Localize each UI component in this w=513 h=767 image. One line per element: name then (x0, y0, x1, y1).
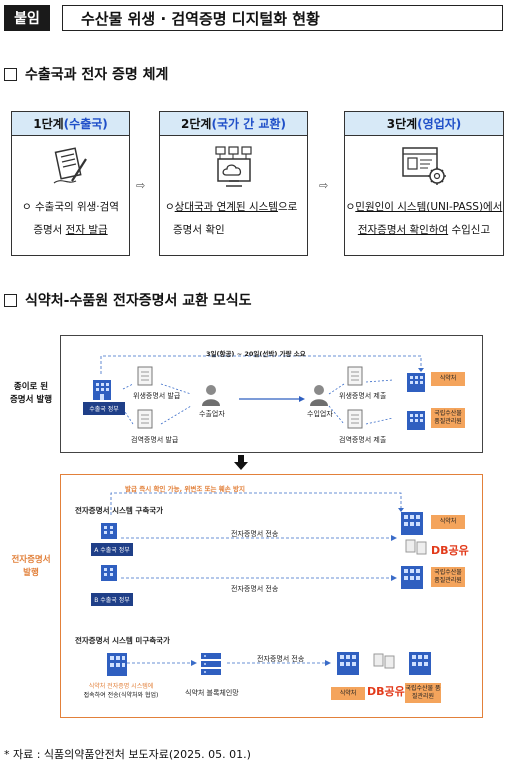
stage-1-label-role: (수출국) (63, 117, 108, 131)
section-2-heading: 식약처-수품원 전자증명서 교환 모식도 (4, 290, 252, 310)
server-icon (373, 653, 395, 673)
stage-3-line-2b: 수입신고 (448, 224, 491, 236)
unbuilt-country-title: 전자증명서 시스템 미구축국가 (75, 636, 170, 645)
unbuilt-desc: 식약처 전자증명 시스템에 접속하여 전송(식약처와 협업) (81, 682, 161, 700)
header-tag: 붙임 (4, 5, 50, 31)
stage-1-line-2b: 전자 발급 (65, 224, 108, 236)
built-country-title: 전자증명서 시스템 구축국가 (75, 506, 164, 515)
db-share-label: DB공유 (431, 544, 469, 557)
nfqs-tag: 국립수산물 품질관리원 (431, 567, 465, 587)
checkbox-square-icon (4, 67, 17, 81)
electronic-issue-label: 전자증명서 발행 (4, 554, 58, 580)
document-icon (347, 366, 363, 390)
paper-label-line-2: 증명서 발행 (9, 395, 53, 405)
transfer-label-a: 전자증명서 전송 (231, 530, 279, 538)
transfer-label-c: 전자증명서 전송 (257, 655, 305, 663)
stage-3-header: 3단계(영업자) (345, 112, 503, 136)
nfqs-tag: 국립수산물 품질관리원 (431, 408, 465, 428)
source-note: * 자료 : 식품의약품안전처 보도자료(2025. 05. 01.) (4, 748, 251, 761)
building-icon (399, 563, 425, 593)
exporter-label: 수출업자 (199, 410, 225, 418)
building-icon (405, 408, 427, 434)
stage-1-line-1: ㅇ 수출국의 위생·검역 (22, 201, 119, 213)
quarantine-issue-label: 검역증명서 발급 (131, 436, 179, 444)
stage-1-box: 1단계(수출국) ㅇ 수출국의 위생·검역 증명서 전자 발급 (11, 111, 130, 256)
document-icon (347, 409, 363, 433)
stage-2-bullet: ㅇ (165, 201, 175, 213)
down-arrow-icon (234, 455, 248, 474)
arrow-right-icon: ⇨ (319, 179, 329, 192)
unbuilt-desc-line-1: 식약처 전자증명 시스템에 (88, 683, 154, 690)
stage-3-text: ㅇ민원인이 시스템(UNI-PASS)에서 전자증명서 확인하여 수입신고 (345, 196, 503, 242)
exporter-gov-box: 수출국 정부 (83, 402, 125, 415)
gov-b-box: B 수출국 정부 (91, 593, 133, 606)
stage-1-label: 1단계 (33, 117, 64, 131)
server-icon (405, 539, 427, 559)
hygiene-submit-label: 위생증명서 제출 (339, 392, 387, 400)
unbuilt-desc-line-2: 접속하여 전송(식약처와 협업) (83, 692, 159, 699)
browser-gear-icon (345, 136, 503, 196)
person-icon (309, 384, 329, 410)
duration-note: 3일(항공) ~ 20일(선박) 가량 소요 (206, 350, 306, 358)
stage-2-header: 2단계(국가 간 교환) (160, 112, 307, 136)
electronic-label-line-2: 발행 (23, 568, 39, 578)
arrow-right-icon: ⇨ (136, 179, 146, 192)
paper-issue-label: 종이로 된 증명서 발행 (6, 381, 56, 407)
stage-3-line-1: 민원인이 시스템(UNI-PASS)에서 (355, 201, 503, 213)
stage-2-text: ㅇ상대국과 연계된 시스템으로 증명서 확인 (160, 196, 307, 242)
stage-1-text: ㅇ 수출국의 위생·검역 증명서 전자 발급 (12, 196, 129, 242)
building-icon (405, 370, 427, 396)
certificate-pen-icon (12, 136, 129, 196)
instant-check-note: 발급 즉시 확인 가능, 위변조 또는 훼손 방지 (125, 483, 245, 493)
document-icon (137, 366, 153, 390)
mfds-tag: 식약처 (431, 515, 465, 529)
nfqs-tag: 국립수산물 품질관리원 (405, 683, 441, 703)
building-icon (399, 509, 425, 539)
quarantine-submit-label: 검역증명서 제출 (339, 436, 387, 444)
stage-2-line-2: 증명서 확인 (173, 224, 225, 236)
building-icon (91, 376, 113, 404)
mfds-tag: 식약처 (431, 372, 465, 386)
checkbox-square-icon (4, 293, 17, 307)
electronic-certificate-panel: 발급 즉시 확인 가능, 위변조 또는 훼손 방지 전자증명서 시스템 구축국가… (60, 474, 483, 718)
stage-3-line-2a: 전자증명서 확인하여 (357, 224, 449, 236)
stage-3-box: 3단계(영업자) ㅇ민원인이 시스템(UNI-PASS)에서 전자증명서 확인하… (344, 111, 504, 256)
instant-check-text: 발급 즉시 확인 가능, 위변조 또는 훼손 방지 (125, 485, 245, 493)
stage-2-label-role: (국가 간 교환) (211, 117, 286, 131)
electronic-label-line-1: 전자증명서 (11, 555, 51, 565)
blockchain-server-icon (199, 651, 223, 681)
stage-2-line-1b: 으로 (277, 201, 298, 213)
paper-certificate-panel: 3일(항공) ~ 20일(선박) 가량 소요 수출국 정부 위생증명서 발급 검… (60, 335, 483, 453)
stage-1-line-2a: 증명서 (33, 224, 66, 236)
stage-3-label: 3단계 (386, 117, 418, 131)
person-icon (201, 384, 221, 410)
db-share-label: DB공유 (367, 685, 405, 698)
hygiene-issue-label: 위생증명서 발급 (133, 392, 181, 400)
mfds-tag: 식약처 (331, 687, 365, 700)
transfer-label-b: 전자증명서 전송 (231, 585, 279, 593)
stage-3-label-role: (영업자) (417, 117, 462, 131)
stage-3-bullet: ㅇ (345, 201, 356, 213)
paper-flow-lines (100, 355, 424, 425)
building-icon (99, 521, 119, 543)
building-icon (407, 649, 433, 679)
stage-2-line-1a: 상대국과 연계된 시스템 (174, 201, 278, 213)
importer-label: 수입업자 (307, 410, 333, 418)
document-icon (137, 409, 153, 433)
building-icon (99, 563, 119, 585)
building-icon (335, 649, 361, 679)
building-icon (105, 650, 129, 680)
electronic-flow-lines (110, 492, 404, 666)
stage-1-header: 1단계(수출국) (12, 112, 129, 136)
section-2-title: 식약처-수품원 전자증명서 교환 모식도 (25, 293, 252, 309)
paper-label-line-1: 종이로 된 (13, 382, 49, 392)
stage-2-label: 2단계 (181, 117, 212, 131)
section-1-title: 수출국과 전자 증명 체계 (25, 67, 169, 83)
blockchain-label: 식약처 블록체인망 (185, 689, 239, 697)
section-1-heading: 수출국과 전자 증명 체계 (4, 64, 168, 84)
gov-a-box: A 수출국 정부 (91, 543, 133, 556)
cloud-monitor-icon (160, 136, 307, 196)
stage-2-box: 2단계(국가 간 교환) ㅇ상대국과 연계된 시스템으로 증명서 확인 (159, 111, 308, 256)
page-title: 수산물 위생 · 검역증명 디지털화 현황 (62, 5, 503, 31)
